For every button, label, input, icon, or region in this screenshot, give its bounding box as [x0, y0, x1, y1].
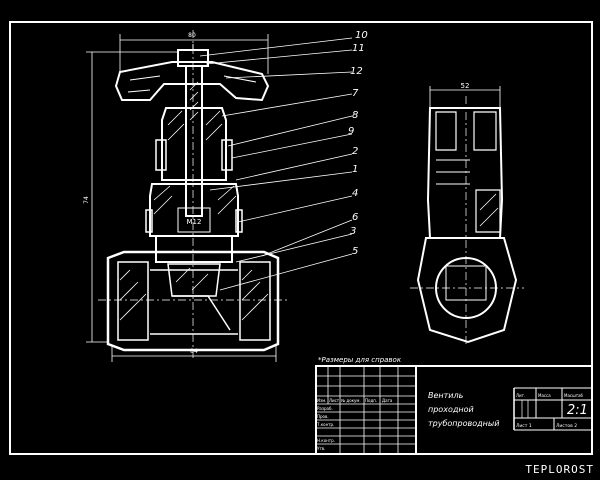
title-header-lit: Лит.	[516, 393, 525, 398]
callout-12: 12	[350, 66, 363, 77]
title-left-rows: Изм. Разраб. Пров. Т.контр. Н.контр. Утв…	[316, 398, 335, 451]
side-body	[416, 237, 518, 344]
dim-bottom-label: 84	[190, 348, 198, 355]
callout-9: 9	[348, 126, 354, 137]
callout-3: 3	[350, 226, 356, 237]
handwheel	[114, 61, 270, 102]
left-row-2: Пров.	[317, 414, 329, 419]
reference-note: *Размеры для справок	[318, 356, 402, 364]
main-view	[86, 30, 288, 362]
callout-1: 1	[352, 164, 358, 175]
title-scale: 2:1	[567, 403, 588, 418]
title-block	[315, 365, 593, 455]
left-header-doc: № докум.	[341, 398, 361, 403]
left-header-date: Дата	[382, 398, 393, 403]
title-name-line3: трубопроводный	[428, 419, 499, 428]
title-name-line1: Вентиль	[428, 391, 464, 400]
callout-numbers: 10 11 12 7 8 9 2 1 4 6 3 5	[348, 30, 368, 257]
title-header-mass: Масса	[538, 393, 551, 398]
dim-top-label: 80	[188, 32, 196, 39]
sheet-frame	[9, 21, 593, 455]
callout-6: 6	[352, 212, 358, 223]
title-sheet: Лист 1	[516, 423, 532, 429]
left-header-sign: Подп.	[365, 398, 377, 403]
left-row-3: Т.контр.	[316, 422, 334, 427]
dim-height-label: 74	[83, 196, 90, 204]
callout-11: 11	[352, 43, 365, 54]
bonnet-upper	[161, 107, 227, 181]
callout-2: 2	[352, 146, 358, 157]
leader-lines	[199, 37, 353, 291]
valve-body	[106, 250, 280, 352]
side-dim-label: 52	[461, 82, 470, 90]
callout-4: 4	[352, 188, 358, 199]
callout-10: 10	[355, 30, 368, 41]
callout-8: 8	[352, 110, 358, 121]
title-left-header: Лист № докум. Подп. Дата	[329, 398, 393, 403]
title-header-scale: Масштаб	[564, 393, 584, 398]
thread-label: M12	[187, 218, 202, 226]
bonnet-lower	[149, 183, 239, 237]
brand-watermark: TEPLOROST	[525, 463, 594, 476]
left-row-0: Изм.	[317, 398, 326, 403]
stem	[185, 65, 203, 217]
side-bonnet	[426, 107, 504, 239]
callout-5: 5	[352, 246, 358, 257]
title-name-line2: проходной	[428, 405, 474, 414]
callout-7: 7	[352, 88, 359, 99]
title-sheets: Листов 2	[556, 423, 577, 429]
left-row-5: Утв.	[317, 446, 325, 451]
left-row-4: Н.контр.	[317, 438, 335, 443]
left-header-sheet: Лист	[329, 398, 340, 403]
side-view	[410, 86, 524, 346]
left-row-1: Разраб.	[317, 406, 333, 411]
